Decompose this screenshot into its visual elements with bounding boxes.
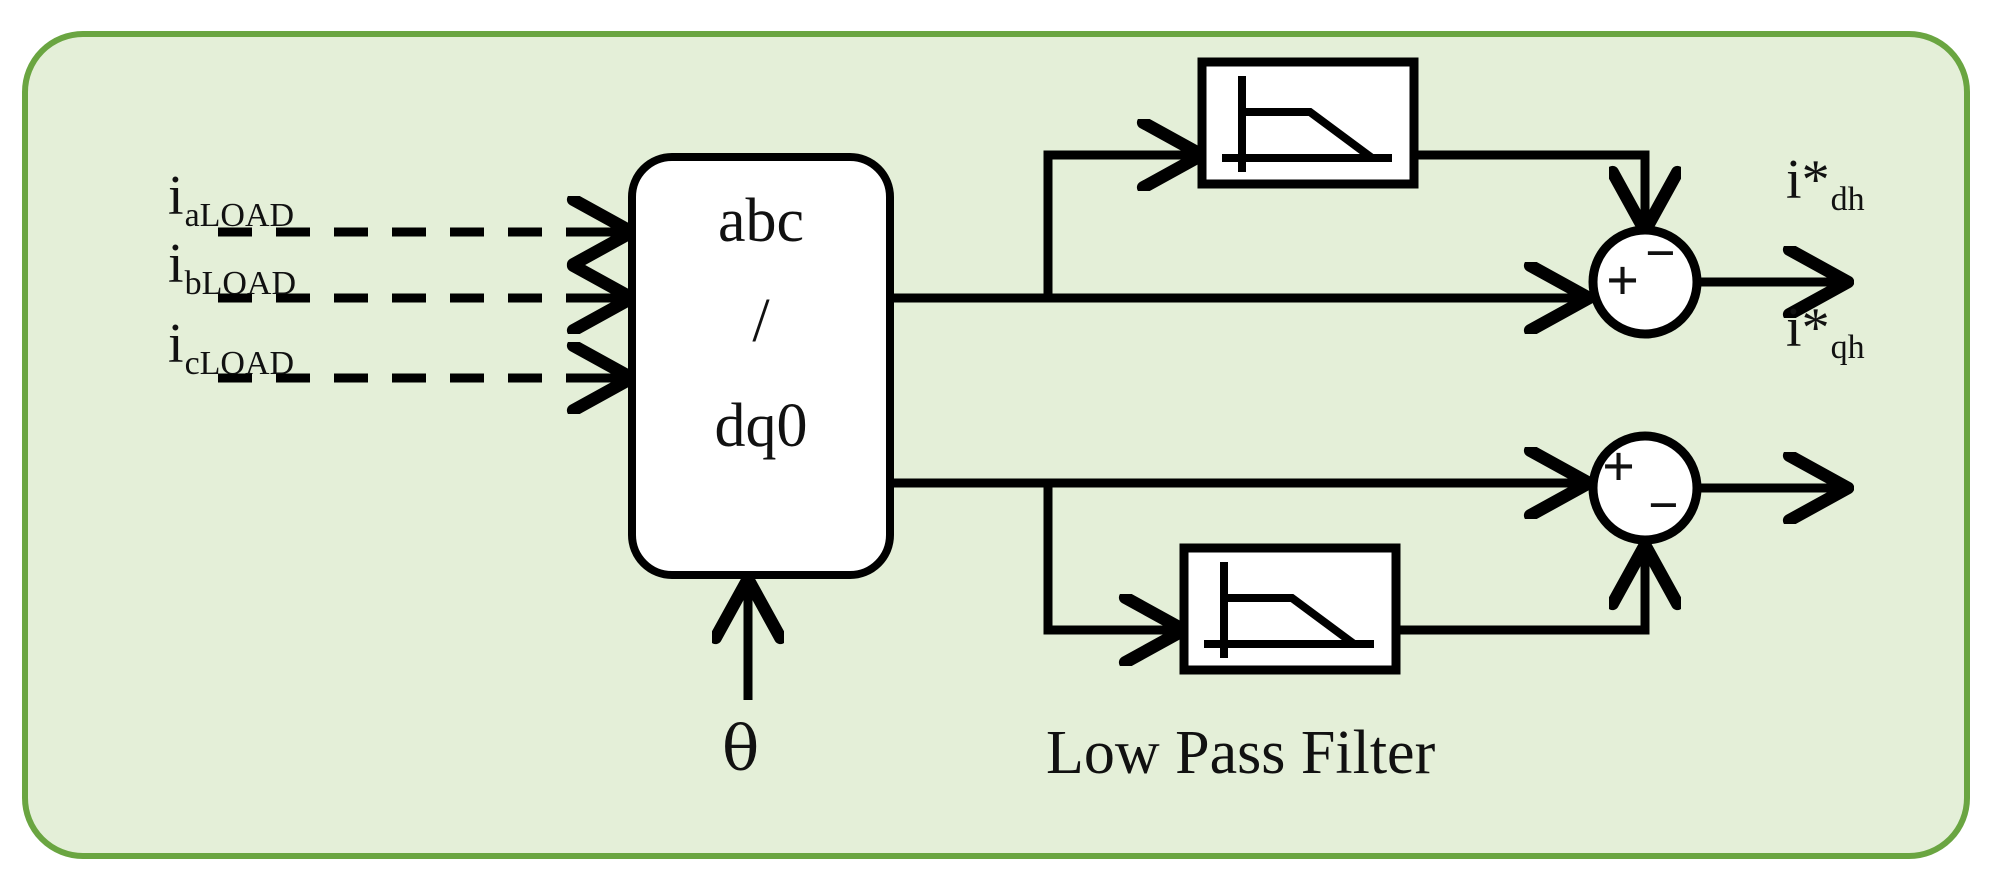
ia-subscript: a bbox=[184, 197, 200, 234]
label-ib-load: ibLOAD bbox=[168, 233, 296, 301]
abc-dq0-line2: / bbox=[752, 287, 770, 355]
idh-subscript: dh bbox=[1830, 181, 1865, 218]
label-idh-ref: i*dh bbox=[1786, 149, 1865, 217]
summing-junction-q-plus: + bbox=[1602, 434, 1636, 499]
abc-dq0-line1: abc bbox=[717, 187, 805, 255]
panel-background bbox=[22, 31, 1970, 859]
ic-subscript-load: LOAD bbox=[199, 345, 295, 382]
d-axis-path bbox=[890, 155, 1645, 298]
label-ic-load: icLOAD bbox=[168, 313, 294, 381]
summing-junction-d-minus: − bbox=[1645, 223, 1676, 283]
idh-star: * bbox=[1801, 149, 1830, 211]
low-pass-filter-icon bbox=[1222, 76, 1392, 172]
summing-junction-q-minus: − bbox=[1648, 475, 1679, 535]
low-pass-filter-q[interactable] bbox=[1179, 543, 1401, 675]
ic-subscript: c bbox=[184, 345, 200, 382]
ib-subscript-load: LOAD bbox=[201, 265, 296, 302]
summing-junction-q[interactable] bbox=[1588, 431, 1845, 545]
abc-dq0-block[interactable] bbox=[628, 153, 894, 579]
low-pass-filter-d[interactable] bbox=[1197, 57, 1419, 189]
ib-symbol: i bbox=[168, 233, 184, 295]
ic-symbol: i bbox=[168, 313, 184, 375]
theta-label: θ bbox=[722, 712, 760, 785]
summing-junction-d-plus: + bbox=[1606, 248, 1640, 313]
summing-junction-d[interactable] bbox=[1588, 225, 1845, 348]
idh-symbol: i bbox=[1786, 149, 1802, 211]
ib-subscript: b bbox=[184, 265, 202, 302]
low-pass-filter-icon bbox=[1204, 562, 1374, 658]
iqh-symbol: i bbox=[1786, 297, 1802, 359]
low-pass-filter-caption: Low Pass Filter bbox=[1046, 719, 1436, 787]
label-iqh-ref: i*qh bbox=[1786, 297, 1865, 365]
q-axis-path bbox=[890, 483, 1645, 630]
iqh-subscript: qh bbox=[1830, 329, 1865, 366]
iqh-star: * bbox=[1801, 297, 1830, 359]
abc-dq0-line3: dq0 bbox=[714, 392, 808, 460]
ia-subscript-load: LOAD bbox=[199, 197, 295, 234]
ia-symbol: i bbox=[168, 165, 184, 227]
label-ia-load: iaLOAD bbox=[168, 165, 294, 233]
